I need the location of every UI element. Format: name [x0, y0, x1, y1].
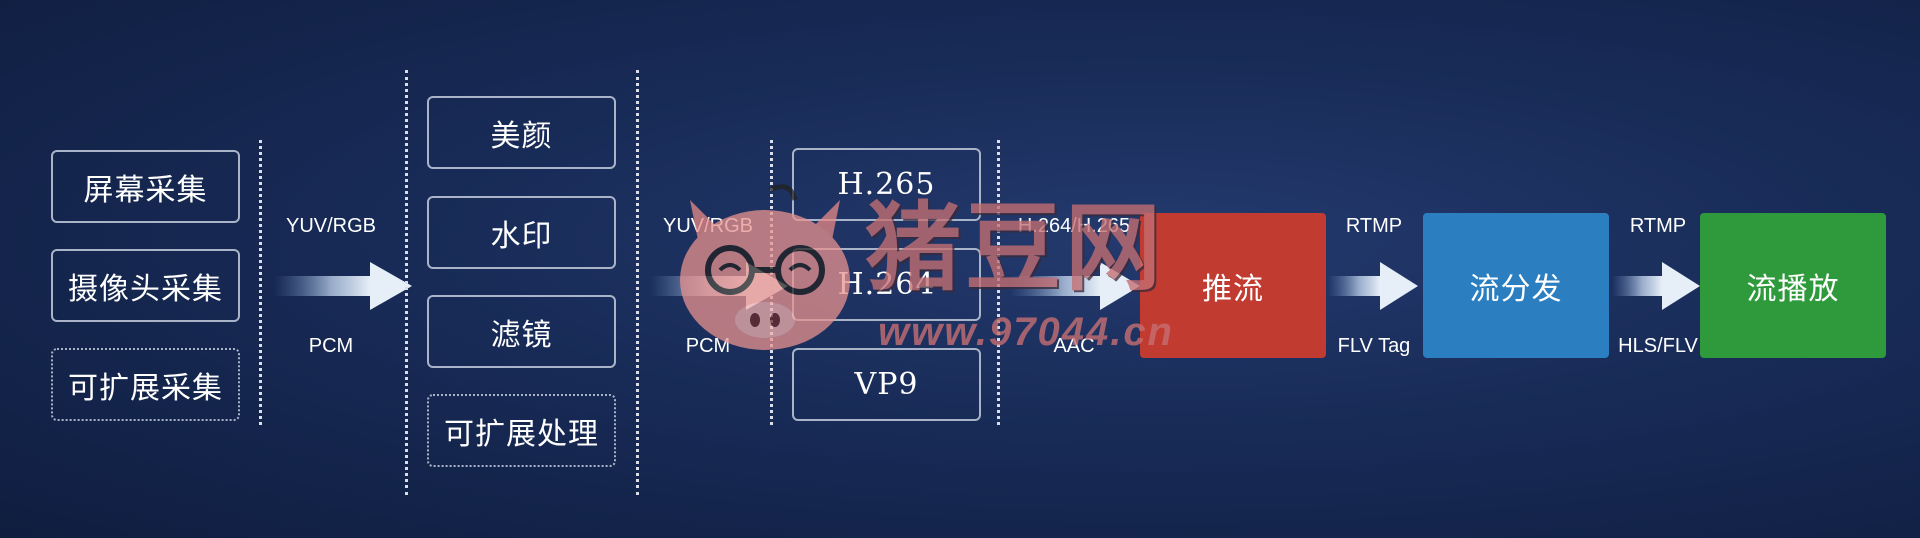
- label-flv-tag: FLV Tag: [1337, 335, 1411, 357]
- label-aac: AAC: [1053, 335, 1095, 357]
- label-yuv-rgb-1: YUV/RGB: [285, 215, 377, 237]
- label-pcm-1: PCM: [308, 335, 354, 357]
- label-rtmp-1: RTMP: [1345, 215, 1403, 237]
- codec-h265-label: H.265: [837, 167, 936, 202]
- arrow-2: [650, 262, 788, 310]
- process-extensible-label: 可扩展处理: [444, 417, 599, 451]
- separator-4: [770, 140, 773, 425]
- process-beauty-label: 美颜: [490, 119, 553, 153]
- stage-distribute-label: 流分发: [1469, 272, 1563, 306]
- stage-push: 推流: [1140, 213, 1326, 358]
- stage-play: 流播放: [1700, 213, 1886, 358]
- stage-play-label: 流播放: [1746, 272, 1840, 306]
- arrow-4: [1328, 262, 1418, 310]
- capture-camera-label: 摄像头采集: [68, 272, 223, 306]
- label-rtmp-2: RTMP: [1629, 215, 1687, 237]
- process-filter-box: 滤镜: [427, 295, 616, 368]
- capture-screen-label: 屏幕采集: [83, 173, 208, 207]
- process-extensible-box: 可扩展处理: [427, 394, 616, 467]
- capture-extensible-label: 可扩展采集: [68, 371, 223, 405]
- arrow-5: [1612, 262, 1700, 310]
- arrow-1: [274, 262, 412, 310]
- stage-distribute: 流分发: [1423, 213, 1609, 358]
- label-h264-h265: H.264/H.265: [1017, 215, 1131, 237]
- codec-vp9-label: VP9: [854, 367, 919, 402]
- separator-1: [259, 140, 262, 425]
- process-watermark-label: 水印: [490, 219, 553, 253]
- separator-5: [997, 140, 1000, 425]
- separator-3: [636, 70, 639, 495]
- separator-2: [405, 70, 408, 495]
- label-yuv-rgb-2: YUV/RGB: [662, 215, 754, 237]
- process-watermark-box: 水印: [427, 196, 616, 269]
- codec-h264-label: H.264: [837, 267, 936, 302]
- capture-screen-box: 屏幕采集: [51, 150, 240, 223]
- process-filter-label: 滤镜: [490, 318, 553, 352]
- label-hls-flv: HLS/FLV: [1618, 335, 1698, 357]
- capture-camera-box: 摄像头采集: [51, 249, 240, 322]
- codec-h265-box: H.265: [792, 148, 981, 221]
- stage-push-label: 推流: [1202, 272, 1264, 306]
- label-pcm-2: PCM: [685, 335, 731, 357]
- codec-h264-box: H.264: [792, 248, 981, 321]
- capture-extensible-box: 可扩展采集: [51, 348, 240, 421]
- arrow-3: [1010, 262, 1140, 310]
- codec-vp9-box: VP9: [792, 348, 981, 421]
- process-beauty-box: 美颜: [427, 96, 616, 169]
